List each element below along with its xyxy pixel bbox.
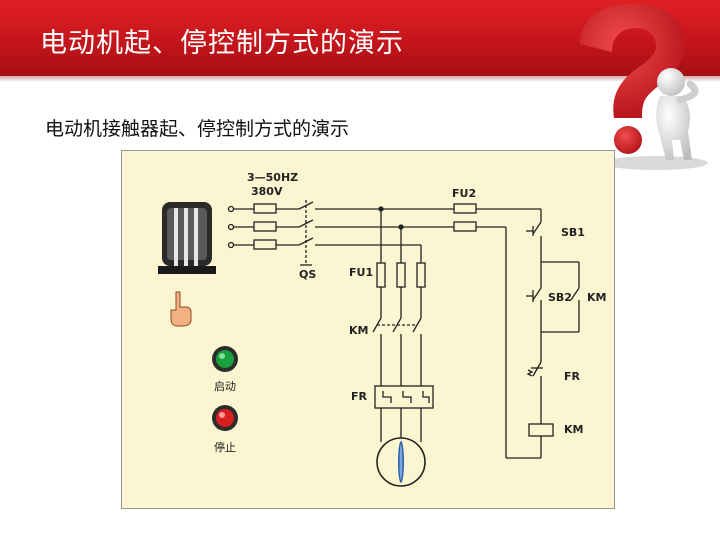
question-figure-icon: [580, 3, 708, 170]
motor-symbol-icon: [398, 441, 404, 483]
stop-button[interactable]: [212, 405, 238, 431]
start-button[interactable]: [212, 346, 238, 372]
qs-label: QS: [299, 268, 316, 281]
fr-aux-label: FR: [564, 370, 581, 383]
km-main-label: KM: [349, 324, 368, 337]
circuit-diagram: 启动 停止 3—50HZ 380V QS FU1 FU2 KM FR SB1 S…: [121, 150, 615, 509]
stop-label: 停止: [214, 440, 236, 454]
sb1-label: SB1: [561, 226, 585, 239]
start-label: 启动: [214, 380, 236, 393]
supply-freq-label: 3—50HZ: [247, 171, 298, 184]
fu1-label: FU1: [349, 266, 373, 279]
km-coil-label: KM: [564, 423, 583, 436]
supply-voltage-label: 380V: [251, 185, 283, 198]
motor-image-icon: [158, 202, 216, 274]
fu2-label: FU2: [452, 187, 476, 200]
page-title: 电动机起、停控制方式的演示: [40, 28, 404, 59]
fr-main-label: FR: [351, 390, 368, 403]
km-aux-label: KM: [587, 291, 606, 304]
subtitle: 电动机接触器起、停控制方式的演示: [45, 118, 350, 140]
sb2-label: SB2: [548, 291, 572, 304]
hand-pointer-icon: [170, 291, 192, 327]
